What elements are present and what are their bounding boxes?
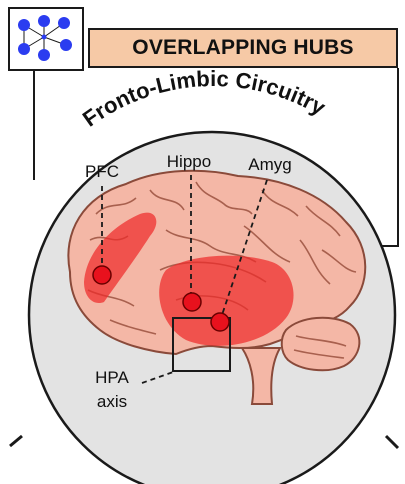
header-title: OVERLAPPING HUBS xyxy=(132,36,353,60)
cerebellum xyxy=(282,318,360,371)
hippo-label: Hippo xyxy=(167,152,211,171)
amyg-hub-dot xyxy=(211,313,229,331)
right-edge-mark xyxy=(386,436,398,448)
network-nodes xyxy=(18,15,72,61)
hpa-label-line2: axis xyxy=(97,392,127,411)
arc-title: Fronto-Limbic Circuitry xyxy=(78,66,330,132)
hpa-label-line1: HPA xyxy=(95,368,129,387)
pfc-hub-dot xyxy=(93,266,111,284)
header-bar: OVERLAPPING HUBS xyxy=(88,28,398,68)
pfc-label: PFC xyxy=(85,162,119,181)
logo-box xyxy=(8,7,84,71)
left-edge-mark xyxy=(10,436,22,446)
right-connector-line xyxy=(372,68,398,246)
hippo-hub-dot xyxy=(183,293,201,311)
network-nodes-icon xyxy=(10,9,82,69)
amyg-label: Amyg xyxy=(248,155,291,174)
